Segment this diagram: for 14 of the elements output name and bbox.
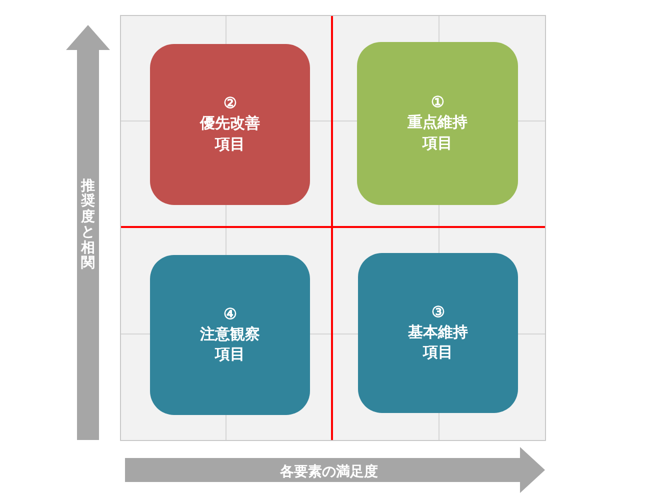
quadrant-number: ①: [431, 93, 444, 114]
quadrant-title: 優先改善項目: [198, 114, 261, 155]
quadrant-title: 基本維持項目: [407, 322, 469, 364]
quadrant-box: [150, 255, 310, 415]
quadrant-number: ③: [432, 302, 444, 323]
quadrant-number: ④: [224, 304, 236, 325]
quadrant-box: [358, 253, 518, 413]
axis-label: 各要素の満足度: [280, 462, 378, 481]
quadrant-box: [357, 42, 518, 205]
quadrant-number: ②: [224, 94, 236, 114]
quadrant-title: 重点維持項目: [406, 113, 468, 154]
quadrant-box: [150, 44, 310, 205]
axis-label: 推奨度と相関: [81, 178, 95, 270]
quadrant-title: 注意観察項目: [199, 324, 261, 366]
